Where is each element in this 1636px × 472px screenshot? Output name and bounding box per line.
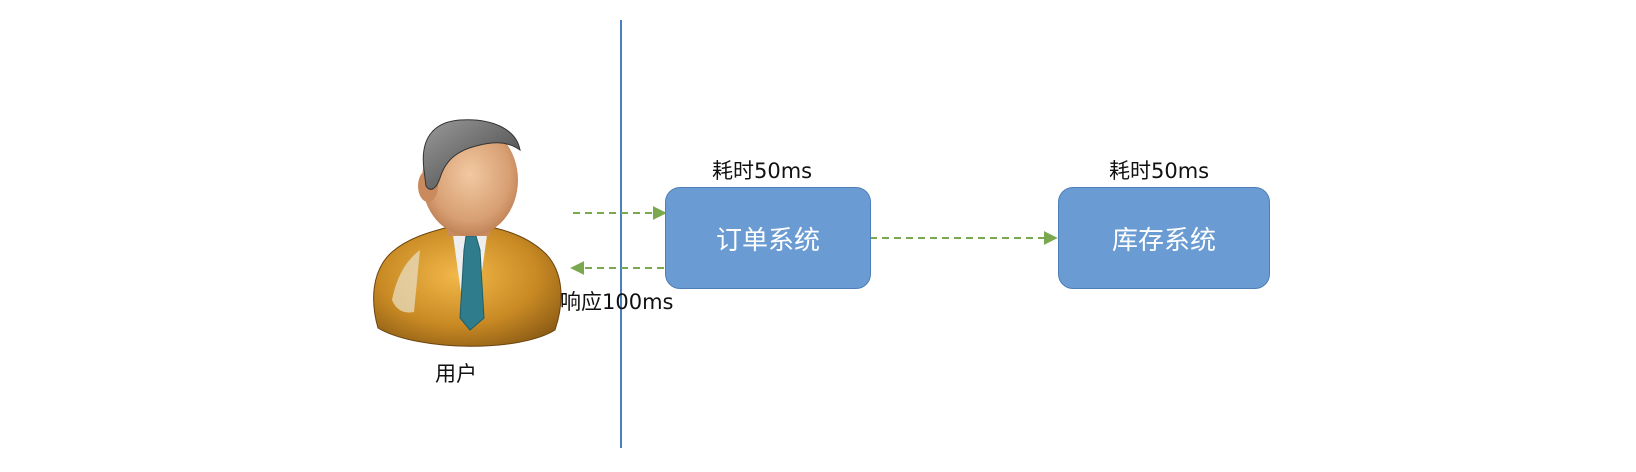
order-system-time-label: 耗时50ms [712, 159, 813, 183]
order-system-label: 订单系统 [715, 225, 820, 256]
inventory-system-box: 库存系统 [1058, 187, 1270, 289]
user-icon [373, 119, 562, 347]
order-system-box: 订单系统 [665, 187, 871, 289]
inventory-system-label: 库存系统 [1111, 225, 1216, 256]
inventory-system-time-label: 耗时50ms [1109, 159, 1210, 183]
response-time-label: 响应100ms [560, 290, 674, 314]
user-label: 用户 [435, 362, 477, 386]
